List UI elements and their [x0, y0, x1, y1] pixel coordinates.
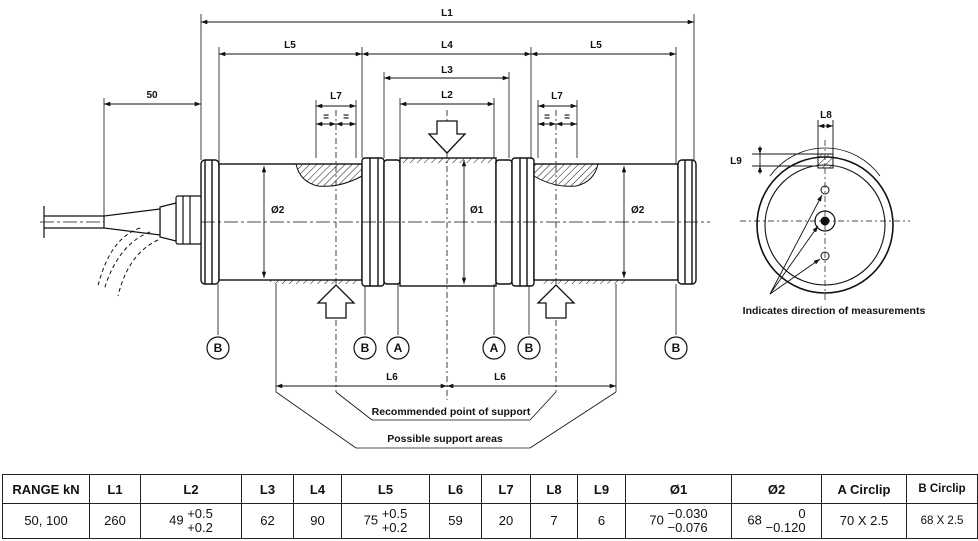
circlip-marker-6: B [664, 336, 688, 360]
cell-d1-upper: −0.030 [667, 506, 708, 521]
gauge-axes [335, 110, 557, 400]
cell-l1: 260 [89, 503, 141, 539]
header-d1: Ø1 [625, 474, 732, 504]
header-l5: L5 [341, 474, 430, 504]
cell-l2-tolerance: +0.5 +0.2 [187, 507, 213, 535]
dim-l3: L3 [441, 65, 453, 76]
support-arrow-right [536, 284, 576, 319]
cell-l2-lower: +0.2 [187, 520, 213, 535]
load-arrows [316, 120, 576, 319]
svg-text:B: B [214, 341, 223, 355]
cell-d2-tolerance: 0 −0.120 [765, 507, 805, 535]
cell-l5: 75 +0.5 +0.2 [341, 503, 430, 539]
measurement-direction-label: Indicates direction of measurements [743, 305, 926, 317]
possible-support-label: Possible support areas [387, 433, 503, 445]
dim-l8: L8 [820, 110, 832, 121]
dim-l1: L1 [441, 8, 453, 19]
dim-eq-1: = [323, 112, 329, 123]
cell-l5-lower: +0.2 [381, 520, 408, 535]
cell-l7: 20 [481, 503, 531, 539]
header-l2: L2 [140, 474, 242, 504]
cell-d2-lower: −0.120 [765, 520, 806, 535]
dim-l6-right: L6 [494, 372, 506, 383]
cell-d1-lower: −0.076 [667, 520, 708, 535]
cell-l9: 6 [577, 503, 626, 539]
circlip-marker-2: B [353, 336, 377, 360]
spec-table: RANGE kN L1 L2 L3 L4 L5 L6 L7 L8 L9 Ø1 Ø… [2, 474, 978, 539]
dim-eq-2: = [343, 112, 349, 123]
cell-l3: 62 [241, 503, 294, 539]
cell-l2-nominal: 49 [169, 512, 184, 528]
dim-l2: L2 [441, 90, 453, 101]
load-pin-drawing: L1 L5 L4 L5 L3 L2 50 L7 L7 = = = = Ø2 Ø1… [40, 8, 926, 449]
cell-a-circlip: 70 X 2.5 [821, 503, 907, 539]
svg-text:B: B [672, 341, 681, 355]
dim-eq-4: = [564, 112, 570, 123]
header-l7: L7 [481, 474, 531, 504]
cell-d2-upper: 0 [798, 506, 806, 521]
cell-l6: 59 [429, 503, 482, 539]
load-arrow-top [427, 120, 467, 154]
header-l6: L6 [429, 474, 482, 504]
cable-gland [43, 195, 202, 245]
header-l9: L9 [577, 474, 626, 504]
dim-d2-right: Ø2 [631, 205, 645, 216]
cell-d1: 70 −0.030 −0.076 [625, 503, 732, 539]
cell-l5-tolerance: +0.5 +0.2 [382, 507, 408, 535]
cell-d2: 68 0 −0.120 [731, 503, 822, 539]
dim-l5-left: L5 [284, 40, 296, 51]
cell-l5-upper: +0.5 [381, 506, 408, 521]
cell-range: 50, 100 [2, 503, 90, 539]
annotation-leaders [275, 391, 617, 449]
dimension-lines [104, 19, 694, 389]
extension-lines [103, 14, 695, 392]
dim-l7-right: L7 [551, 91, 563, 102]
header-range: RANGE kN [2, 474, 90, 504]
end-view-dims [752, 120, 834, 295]
dim-d2-left: Ø2 [271, 205, 285, 216]
cell-b-circlip: 68 X 2.5 [906, 503, 978, 539]
dim-eq-3: = [544, 112, 550, 123]
svg-text:A: A [490, 341, 499, 355]
cell-d2-nominal: 68 [747, 512, 762, 528]
circlip-leaders [217, 284, 677, 335]
support-arrow-left [316, 284, 356, 319]
circlip-marker-1: B [206, 336, 230, 360]
table-header-row: RANGE kN L1 L2 L3 L4 L5 L6 L7 L8 L9 Ø1 Ø… [2, 474, 978, 504]
cell-l4: 90 [293, 503, 342, 539]
header-l3: L3 [241, 474, 294, 504]
dim-cable-length: 50 [146, 90, 158, 101]
header-a-circlip: A Circlip [821, 474, 907, 504]
recommended-support-label: Recommended point of support [372, 406, 531, 418]
dim-l9: L9 [730, 156, 742, 167]
header-b-circlip: B Circlip [906, 474, 978, 504]
circlip-marker-5: B [517, 336, 541, 360]
cell-l2-upper: +0.5 [187, 506, 213, 521]
header-l8: L8 [530, 474, 578, 504]
cell-l8: 7 [530, 503, 578, 539]
section-hatching [270, 158, 628, 284]
header-l4: L4 [293, 474, 342, 504]
dim-l7-left: L7 [330, 91, 342, 102]
header-l1: L1 [89, 474, 141, 504]
dim-d1: Ø1 [470, 205, 484, 216]
dim-l4: L4 [441, 40, 453, 51]
table-row: 50, 100 260 49 +0.5 +0.2 62 90 75 +0.5 +… [2, 503, 978, 539]
svg-text:B: B [361, 341, 370, 355]
end-view [740, 140, 910, 300]
cell-d1-tolerance: −0.030 −0.076 [667, 507, 707, 535]
dim-l5-right: L5 [590, 40, 602, 51]
cell-l5-nominal: 75 [363, 512, 379, 528]
svg-text:B: B [525, 341, 534, 355]
dim-l6-left: L6 [386, 372, 398, 383]
circlip-marker-4: A [482, 336, 506, 360]
cable-bend-dashed [97, 227, 159, 297]
header-d2: Ø2 [731, 474, 822, 504]
svg-text:A: A [394, 341, 403, 355]
circlip-marker-3: A [386, 336, 410, 360]
cell-d1-nominal: 70 [649, 512, 664, 528]
cell-l2: 49 +0.5 +0.2 [140, 503, 242, 539]
